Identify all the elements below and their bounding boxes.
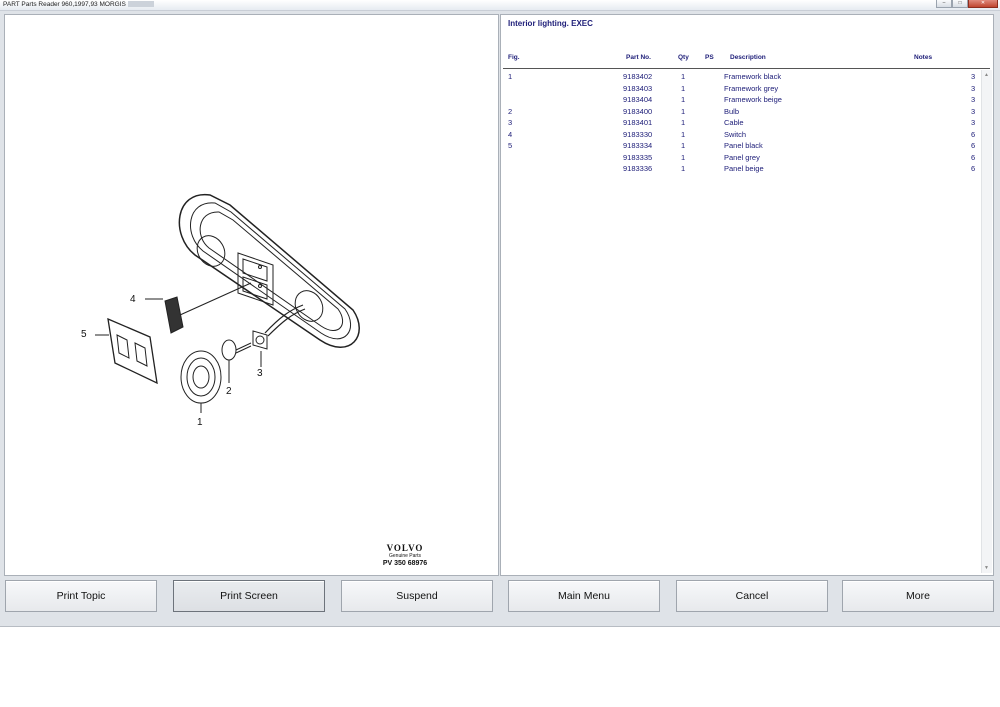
table-row[interactable]: 4 9183330 1 Switch 6: [501, 130, 981, 142]
print-screen-button[interactable]: Print Screen: [173, 580, 325, 612]
redacted-text: [127, 1, 154, 7]
figure-label-2: 2: [226, 386, 232, 397]
app-window: PART Parts Reader 960,1997,93 MORGIS – □…: [0, 0, 1000, 627]
volvo-logo: VOLVO Genuine Parts PV 350 68976: [370, 543, 440, 567]
logo-subtitle: Genuine Parts: [389, 553, 421, 559]
table-row[interactable]: 5 9183334 1 Panel black 6: [501, 141, 981, 153]
window-title-text: PART Parts Reader 960,1997,93 MORGIS: [3, 1, 126, 8]
cell-notes: 6: [971, 129, 976, 139]
cell-notes: 3: [971, 118, 976, 127]
cell-notes: 6: [971, 152, 976, 162]
logo-brand: VOLVO: [386, 543, 424, 553]
cell-notes: 3: [971, 106, 976, 116]
cancel-button[interactable]: Cancel: [676, 580, 828, 612]
cell-part-no: 9183334: [623, 141, 653, 150]
cell-qty: 1: [681, 129, 686, 139]
cell-description: Panel grey: [724, 152, 760, 162]
cell-part-no: 9183401: [623, 118, 653, 127]
cell-qty: 1: [681, 106, 686, 116]
interior-light-diagram: [95, 194, 360, 413]
header-part-no: Part No.: [626, 54, 651, 61]
print-topic-button[interactable]: Print Topic: [5, 580, 157, 612]
cell-notes: 3: [971, 95, 976, 104]
table-row[interactable]: 3 9183401 1 Cable 3: [501, 118, 981, 130]
header-qty: Qty: [678, 54, 689, 61]
parts-list-panel: Interior lighting. EXEC Fig. Part No. Qt…: [500, 14, 994, 576]
cell-qty: 1: [681, 95, 686, 104]
cell-description: Framework beige: [724, 95, 782, 104]
suspend-button[interactable]: Suspend: [341, 580, 493, 612]
cell-fig: 1: [508, 72, 513, 81]
cell-part-no: 9183403: [623, 83, 653, 93]
scroll-up-icon[interactable]: ▲: [984, 72, 989, 78]
cell-fig: 3: [508, 118, 513, 127]
cell-description: Cable: [724, 118, 744, 127]
diagram-code: PV 350 68976: [382, 560, 428, 567]
cell-notes: 3: [971, 83, 976, 93]
cell-part-no: 9183336: [623, 164, 653, 173]
parts-list-title: Interior lighting. EXEC: [508, 19, 593, 28]
header-fig: Fig.: [508, 54, 520, 61]
maximize-icon[interactable]: □: [952, 0, 968, 8]
cell-description: Switch: [724, 129, 747, 139]
cell-qty: 1: [681, 118, 686, 127]
figure-label-4: 4: [130, 294, 136, 305]
table-row[interactable]: 9183403 1 Framework grey 3: [501, 84, 981, 96]
cell-fig: 5: [508, 141, 513, 150]
scroll-down-icon[interactable]: ▼: [984, 565, 989, 571]
cell-notes: 6: [971, 141, 976, 150]
title-bar: PART Parts Reader 960,1997,93 MORGIS – □…: [0, 0, 1000, 11]
cell-qty: 1: [681, 72, 686, 81]
minimize-icon[interactable]: –: [936, 0, 952, 8]
table-row[interactable]: 2 9183400 1 Bulb 3: [501, 107, 981, 119]
table-row[interactable]: 9183404 1 Framework beige 3: [501, 95, 981, 107]
table-row[interactable]: 1 9183402 1 Framework black 3: [501, 72, 981, 84]
cell-notes: 3: [971, 72, 976, 81]
cell-description: Framework grey: [724, 83, 779, 93]
cell-qty: 1: [681, 152, 686, 162]
cell-part-no: 9183404: [623, 95, 653, 104]
vertical-scrollbar[interactable]: ▲ ▼: [981, 70, 992, 573]
table-row[interactable]: 9183336 1 Panel beige 6: [501, 164, 981, 176]
cell-description: Framework black: [724, 72, 782, 81]
exploded-diagram-panel: 4 5 3 2 1 VOLVO Genuine Parts PV 350 689…: [4, 14, 499, 576]
main-menu-button[interactable]: Main Menu: [508, 580, 660, 612]
cell-qty: 1: [681, 141, 686, 150]
figure-label-5: 5: [81, 329, 87, 340]
header-notes: Notes: [914, 54, 933, 61]
table-row[interactable]: 9183335 1 Panel grey 6: [501, 153, 981, 165]
cell-part-no: 9183330: [623, 129, 653, 139]
cell-part-no: 9183402: [623, 72, 653, 81]
figure-label-1: 1: [197, 417, 203, 428]
cell-fig: 2: [508, 106, 513, 116]
cell-description: Bulb: [724, 106, 740, 116]
window-controls: – □ ✕: [936, 0, 998, 8]
cell-part-no: 9183400: [623, 106, 653, 116]
header-divider: [503, 68, 990, 69]
cell-notes: 6: [971, 164, 976, 173]
cell-description: Panel black: [724, 141, 763, 150]
header-description: Description: [730, 54, 766, 61]
cell-fig: 4: [508, 129, 513, 139]
more-button[interactable]: More: [842, 580, 994, 612]
cell-qty: 1: [681, 83, 686, 93]
window-title: PART Parts Reader 960,1997,93 MORGIS: [3, 0, 154, 10]
cell-description: Panel beige: [724, 164, 764, 173]
parts-table: 1 9183402 1 Framework black 3 9183403 1 …: [501, 72, 981, 176]
close-icon[interactable]: ✕: [968, 0, 998, 8]
cell-qty: 1: [681, 164, 686, 173]
cell-part-no: 9183335: [623, 152, 653, 162]
figure-label-3: 3: [257, 368, 263, 379]
header-ps: PS: [705, 54, 714, 61]
